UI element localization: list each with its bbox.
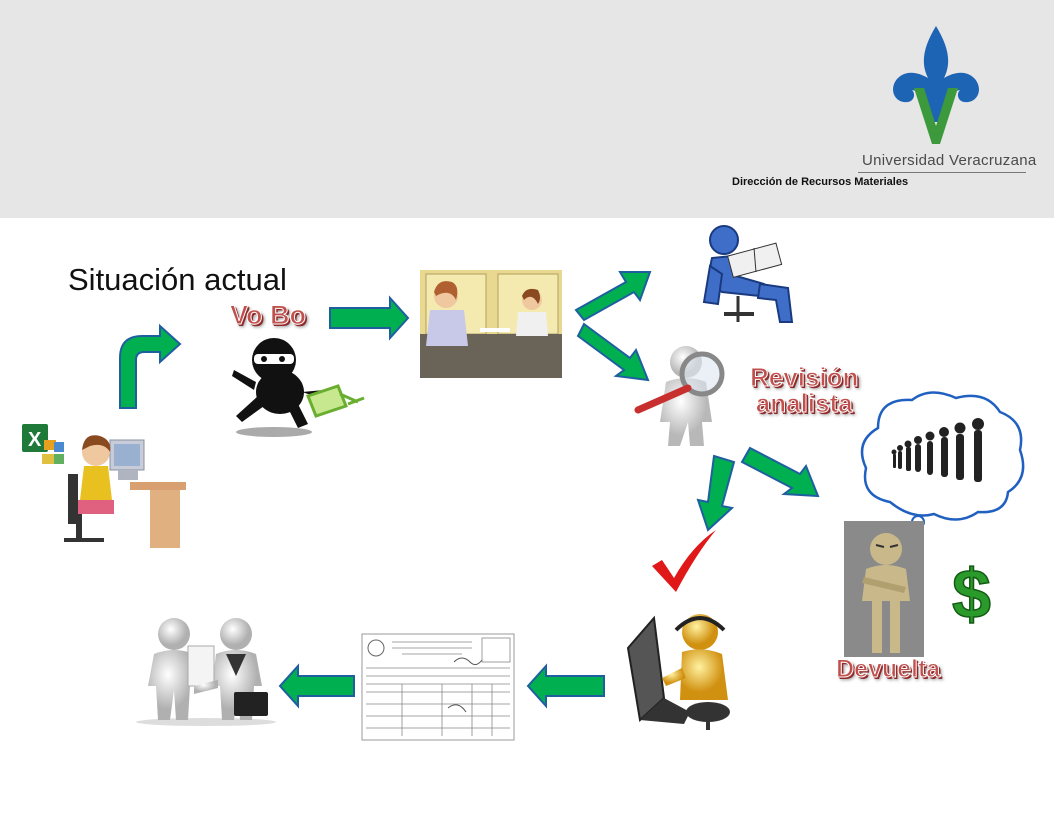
woman-at-computer bbox=[64, 435, 186, 548]
operator-at-computer bbox=[626, 614, 730, 730]
excel-icon: X bbox=[22, 424, 64, 464]
arrow-left-1 bbox=[526, 663, 605, 709]
header-band bbox=[0, 0, 1054, 218]
label-vobo: Vo Bo bbox=[230, 300, 307, 330]
arrow-left-2 bbox=[278, 663, 355, 709]
slide-title: Situación actual bbox=[68, 262, 287, 297]
handshake-figures bbox=[136, 618, 276, 726]
running-thief bbox=[232, 338, 365, 437]
university-underline bbox=[858, 172, 1026, 173]
arrow-to-analyst bbox=[576, 322, 650, 382]
invoice-document bbox=[361, 633, 515, 741]
grumpy-figure bbox=[844, 521, 924, 657]
arrow-bent-up-right bbox=[119, 323, 182, 409]
label-revision-analista: Revisión analista bbox=[749, 362, 859, 418]
department-name: Dirección de Recursos Materiales bbox=[732, 176, 909, 188]
svg-text:X: X bbox=[28, 429, 42, 451]
arrow-to-check bbox=[696, 454, 736, 532]
checkmark-icon bbox=[652, 530, 716, 592]
reading-person bbox=[702, 225, 794, 323]
magnifier-person bbox=[634, 346, 725, 446]
svg-text:$: $ bbox=[952, 555, 991, 633]
dollar-icon: $ bbox=[951, 554, 991, 634]
service-counter bbox=[420, 270, 562, 378]
queue-figure bbox=[972, 418, 984, 482]
arrow-to-reader bbox=[574, 271, 652, 322]
thought-bubble bbox=[860, 391, 1025, 529]
university-name: Universidad Veracruzana bbox=[862, 152, 1037, 169]
uv-logo-icon bbox=[893, 26, 979, 144]
arrow-to-counter bbox=[329, 295, 410, 341]
arrow-to-bubble bbox=[740, 446, 820, 498]
label-devuelta: Devuelta bbox=[835, 655, 941, 683]
